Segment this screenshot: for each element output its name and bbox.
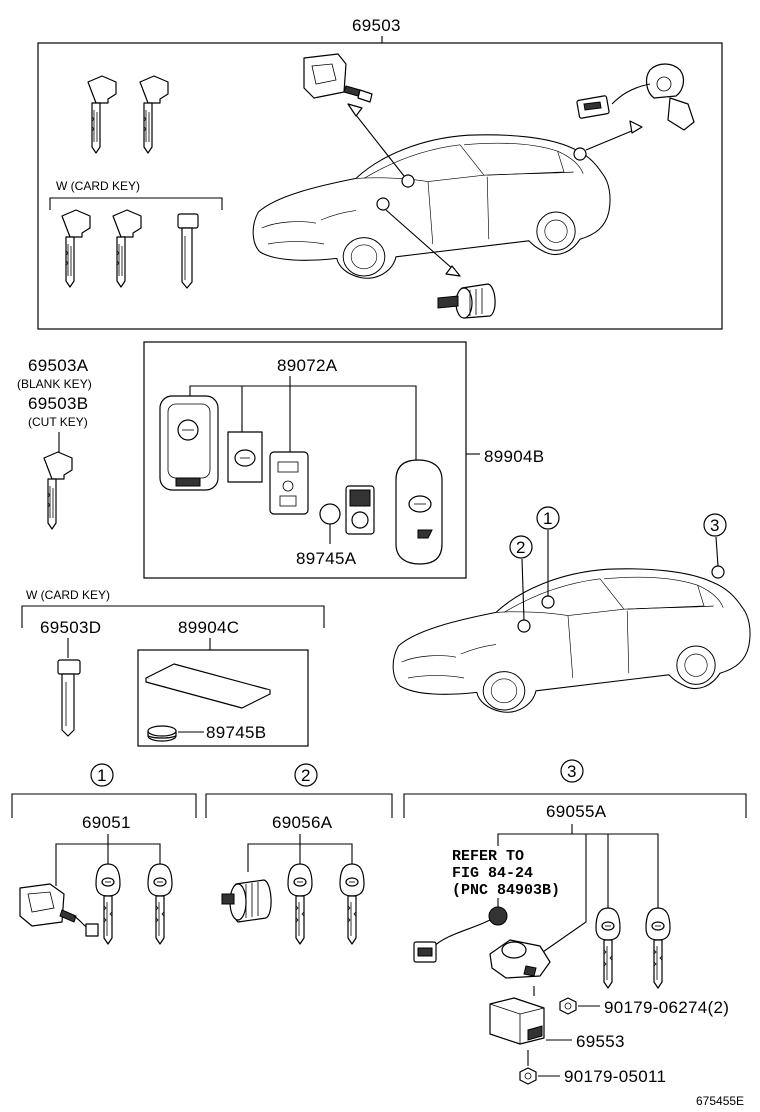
group-callout-1 [90, 763, 114, 787]
coin-battery-89745B [147, 725, 177, 742]
key-group2-b [339, 863, 365, 945]
part-number-90179-06274: 90179-06274(2) [604, 998, 729, 1017]
key-group1-b [147, 863, 173, 945]
smart-key-fob [395, 459, 443, 565]
car-dot-2 [517, 619, 531, 633]
part-number-69503A: 69503A [28, 356, 89, 375]
arrow-to-trunk [585, 129, 635, 151]
card-key-part [145, 663, 271, 709]
refer-line-1: REFER TO [452, 848, 524, 865]
car-callout-2-text: 2 [516, 538, 526, 557]
car-top [252, 134, 611, 279]
dot-trunk [573, 147, 587, 161]
refer-line-3: (PNC 84903B) [452, 882, 560, 899]
part-number-69503: 69503 [352, 16, 401, 35]
key-card-2 [112, 209, 142, 288]
coin-battery-89745A [319, 503, 341, 525]
key-group1-a [95, 863, 121, 945]
key-card-blade [57, 659, 81, 737]
car-callout-1-text: 1 [543, 509, 553, 528]
card-key-label-mid: W (CARD KEY) [26, 588, 110, 602]
car-dot-3 [711, 565, 725, 579]
key-battery-holder [345, 485, 375, 535]
dot-glove [376, 197, 390, 211]
trunk-lock-part [576, 63, 695, 131]
ignition-switch-part [303, 53, 373, 103]
top-group-box [37, 42, 723, 330]
dot-ignition [401, 174, 415, 188]
key-group3-b [645, 907, 671, 989]
key-blank [43, 451, 73, 530]
key-card-emergency [177, 213, 199, 289]
refer-line-2: FIG 84-24 [452, 865, 533, 882]
key-emblem-plate [227, 431, 263, 483]
leader-89072A [189, 376, 417, 468]
bracket-group-2 [205, 793, 393, 818]
part-number-89745A: 89745A [296, 549, 357, 568]
part-number-69056A: 69056A [272, 813, 333, 832]
bracket-card-key-top [49, 197, 223, 210]
arrowhead-trunk [629, 120, 643, 134]
ignition-switch-group1 [19, 883, 99, 937]
part-number-89745B: 89745B [206, 723, 266, 742]
glove-cylinder-part [437, 283, 496, 319]
part-number-89072A: 89072A [277, 356, 338, 375]
part-number-69503B: 69503B [28, 394, 88, 413]
group-callout-3-text: 3 [567, 762, 577, 781]
bracket-card-key-mid [21, 605, 325, 628]
card-key-label-top: W (CARD KEY) [56, 179, 140, 193]
car-callout-3 [703, 513, 727, 537]
group-callout-3 [560, 759, 584, 783]
group-callout-2 [294, 763, 318, 787]
leader-69055A [497, 824, 659, 955]
smart-key-box [143, 341, 467, 579]
screw-90179-06274 [559, 997, 577, 1015]
car-callout-2 [509, 535, 533, 559]
key-group3-a [595, 907, 621, 989]
car-leader-3 [715, 536, 719, 567]
key-card-1 [61, 209, 91, 288]
arrowhead-ignition [347, 103, 363, 117]
group-callout-2-text: 2 [301, 766, 311, 785]
key-top-left-1 [87, 75, 117, 154]
trunk-lock-group3 [413, 906, 551, 979]
part-number-89904C: 89904C [178, 618, 239, 637]
leader-69051 [55, 834, 161, 886]
car-bottom [392, 568, 751, 713]
arrowhead-cylinder [445, 265, 461, 277]
key-group2-a [287, 863, 313, 945]
part-number-90179-05011: 90179-05011 [564, 1067, 666, 1086]
bolt-90179-05011 [519, 1067, 537, 1085]
leader-90179-05011 [527, 1050, 560, 1077]
leader-69056A [247, 834, 353, 872]
cut-key-note: (CUT KEY) [28, 415, 88, 429]
part-number-69051: 69051 [82, 813, 131, 832]
car-callout-1 [536, 506, 560, 530]
part-number-89904B: 89904B [484, 447, 544, 466]
car-leader-2 [521, 558, 525, 621]
bracket-69553 [489, 997, 545, 1045]
card-key-box [137, 649, 309, 747]
smart-key-case [159, 395, 219, 491]
key-circuit-board [269, 451, 309, 515]
arrow-to-ignition [351, 109, 405, 177]
group-callout-1-text: 1 [97, 766, 107, 785]
figure-id: 675455E [696, 1094, 744, 1108]
part-number-69055A: 69055A [546, 802, 607, 821]
part-number-69553: 69553 [576, 1032, 625, 1051]
part-number-69503D: 69503D [40, 618, 101, 637]
glove-cylinder-group2 [221, 879, 272, 923]
blank-key-note: (BLANK KEY) [17, 377, 92, 391]
car-dot-1 [541, 595, 555, 609]
car-callout-3-text: 3 [710, 516, 720, 535]
bracket-group-1 [11, 793, 197, 818]
key-top-left-2 [139, 75, 169, 154]
arrow-to-cylinder [385, 209, 455, 271]
bracket-group-3 [403, 793, 747, 818]
leader-90179-06274 [533, 986, 600, 1007]
